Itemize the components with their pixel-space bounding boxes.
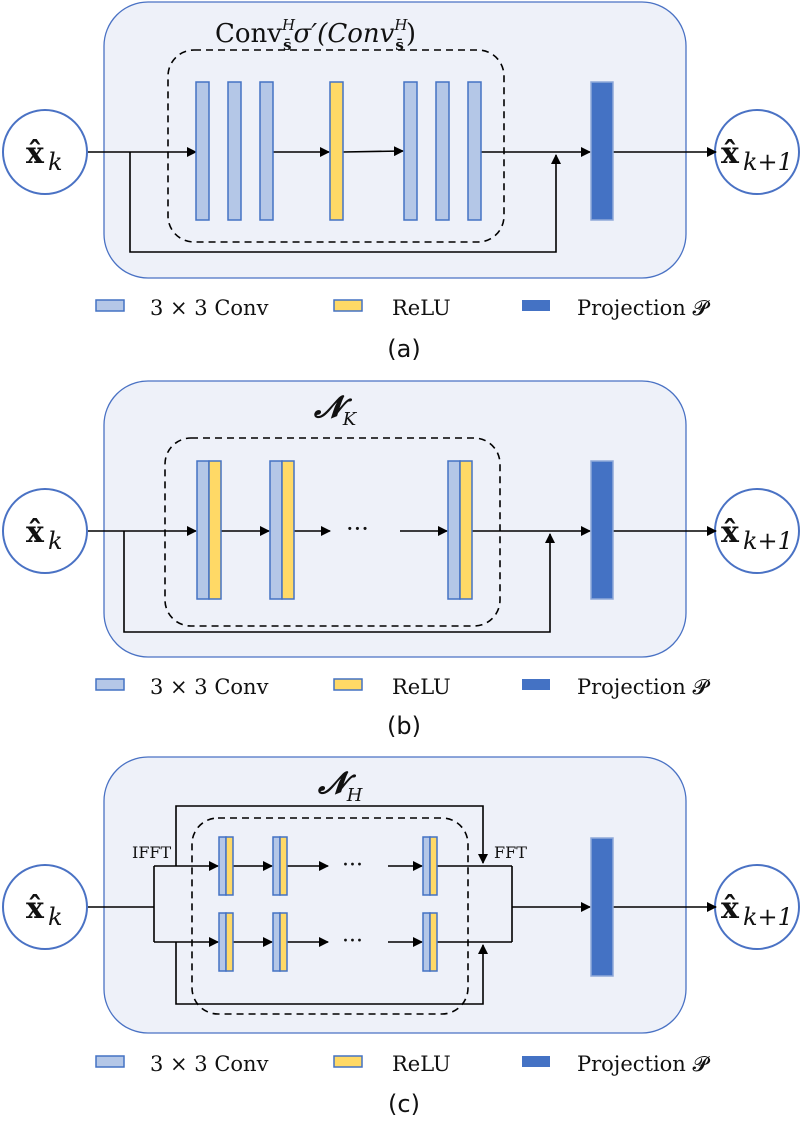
panel-a-relu-block: [329, 81, 344, 221]
panel-c-input-node: x̂ k: [2, 864, 88, 950]
panel-a-output-node: x̂ k+1: [714, 109, 800, 195]
panel-c-projection-block: [590, 837, 614, 977]
input-subscript: k: [48, 527, 63, 555]
panel-c-conv-relu-block: [422, 836, 438, 896]
legend-conv-label: 3 × 3 Conv: [150, 675, 269, 699]
legend-relu-label: ReLU: [392, 296, 451, 320]
legend-relu-swatch: [333, 678, 363, 691]
legend-projection-swatch: [522, 679, 550, 690]
legend-relu-swatch: [333, 1055, 363, 1068]
panel-a-conv-block: [227, 81, 242, 221]
output-subscript: k+1: [743, 148, 793, 176]
legend-projection-label: Projection 𝓟: [577, 296, 711, 320]
legend-c: 3 × 3 Conv ReLU Projection 𝓟: [95, 1052, 711, 1076]
panel-a-conv-block: [195, 81, 210, 221]
panel-b-output-node: x̂ k+1: [714, 488, 800, 574]
panel-b-input-node: x̂ k: [2, 488, 88, 574]
panel-c-skip-top: [175, 805, 488, 866]
panel-c-conv-relu-block: [218, 912, 234, 972]
legend-relu-label: ReLU: [392, 1052, 451, 1076]
legend-projection-swatch: [522, 300, 550, 311]
input-symbol: x̂: [26, 136, 45, 171]
fft-label: FFT: [494, 843, 527, 862]
ifft-label: IFFT: [132, 843, 172, 862]
panel-b-conv-relu-block: [447, 460, 473, 600]
panel-b: 𝓝K x̂ k x̂ k+1 ···: [2, 380, 800, 658]
output-symbol: x̂: [721, 891, 740, 926]
input-symbol: x̂: [26, 891, 45, 926]
panel-a-background: [103, 1, 687, 279]
panel-b-ellipsis: ···: [346, 515, 369, 543]
panel-c-conv-relu-block: [272, 912, 288, 972]
legend-b: 3 × 3 Conv ReLU Projection 𝓟: [95, 675, 711, 699]
input-subscript: k: [48, 148, 63, 176]
panel-a-skip-connection: [129, 152, 561, 253]
output-subscript: k+1: [743, 527, 793, 555]
legend-relu-swatch: [333, 299, 363, 312]
legend-relu-label: ReLU: [392, 675, 451, 699]
panel-b-dashed-block: [164, 437, 501, 627]
legend-projection-label: Projection 𝓟: [577, 1052, 711, 1076]
panel-c-background: [103, 756, 687, 1034]
panel-c-conv-relu-block: [218, 836, 234, 896]
panel-c-ellipsis-top: ···: [342, 853, 363, 878]
panel-c-conv-relu-block: [422, 912, 438, 972]
input-subscript: k: [48, 903, 63, 931]
panel-a-conv-block: [435, 81, 450, 221]
caption-c: (c): [388, 1090, 420, 1118]
input-symbol: x̂: [26, 515, 45, 550]
panel-a-projection-block: [590, 81, 614, 221]
caption-b: (b): [387, 712, 421, 740]
panel-c-conv-relu-block: [272, 836, 288, 896]
panel-c-skip-bottom: [175, 942, 488, 1005]
panel-b-conv-relu-block: [196, 460, 222, 600]
panel-a-conv-block: [403, 81, 418, 221]
legend-projection-label: Projection 𝓟: [577, 675, 711, 699]
output-symbol: x̂: [721, 515, 740, 550]
panel-a-conv-block: [467, 81, 482, 221]
panel-b-conv-relu-block: [269, 460, 295, 600]
legend-conv-label: 3 × 3 Conv: [150, 296, 269, 320]
panel-a-input-node: x̂ k: [2, 109, 88, 195]
panel-c-ellipsis-bottom: ···: [342, 929, 363, 954]
legend-projection-swatch: [522, 1056, 550, 1067]
panel-c-dashed-block: [191, 817, 469, 1015]
panel-c: 𝓝H IFFT FFT x̂ k x̂ k+1 ··· ···: [2, 756, 800, 1034]
legend-conv-swatch: [95, 299, 125, 312]
panel-b-projection-block: [590, 460, 614, 600]
panel-c-output-node: x̂ k+1: [714, 864, 800, 950]
output-symbol: x̂: [721, 136, 740, 171]
caption-a: (a): [387, 335, 420, 363]
panel-b-skip-connection: [123, 531, 555, 633]
legend-conv-label: 3 × 3 Conv: [150, 1052, 269, 1076]
panel-a-conv-block: [259, 81, 274, 221]
legend-conv-swatch: [95, 678, 125, 691]
legend-conv-swatch: [95, 1055, 125, 1068]
panel-a-arrow-2: [342, 146, 404, 157]
panel-b-background: [103, 380, 687, 658]
legend-a: 3 × 3 Conv ReLU Projection 𝓟: [95, 296, 711, 320]
output-subscript: k+1: [743, 903, 793, 931]
